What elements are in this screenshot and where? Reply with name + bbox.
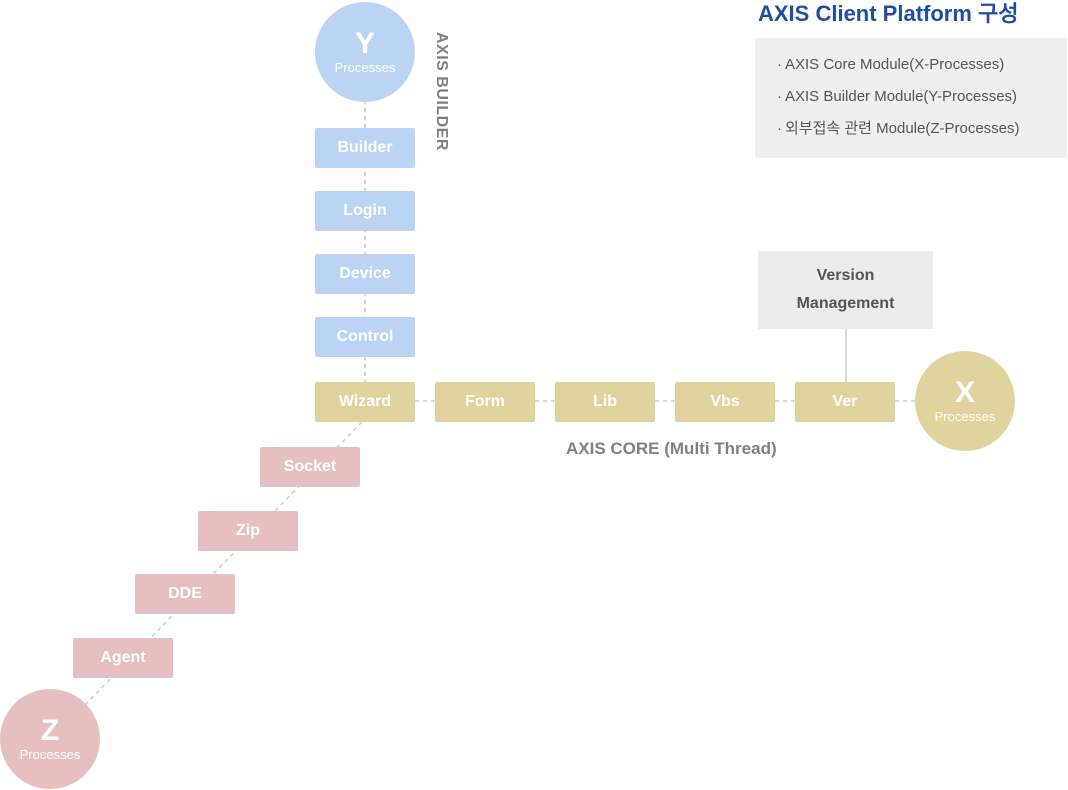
z-letter: Z xyxy=(40,714,60,747)
builder-module-builder: Builder xyxy=(315,128,415,168)
external-module-agent: Agent xyxy=(73,638,173,678)
info-item-external: 외부접속 관련 Module(Z-Processes) xyxy=(777,118,1067,150)
y-sub: Processes xyxy=(334,60,396,75)
y-processes-circle: Y Processes xyxy=(315,2,415,102)
builder-module-device: Device xyxy=(315,254,415,294)
z-sub: Processes xyxy=(19,747,81,762)
x-letter: X xyxy=(954,376,975,409)
info-item-builder: AXIS Builder Module(Y-Processes) xyxy=(777,86,1067,118)
x-processes-circle: X Processes xyxy=(915,351,1015,451)
version-line-1: Version xyxy=(816,267,875,284)
module-info-panel: AXIS Core Module(X-Processes) AXIS Build… xyxy=(755,38,1067,158)
core-module-wizard: Wizard xyxy=(315,382,415,422)
core-module-ver: Ver xyxy=(795,382,895,422)
platform-title: AXIS Client Platform 구성 xyxy=(758,1,1019,26)
external-module-dde: DDE xyxy=(135,574,235,614)
builder-module-login: Login xyxy=(315,191,415,231)
axis-core-label: AXIS CORE (Multi Thread) xyxy=(566,439,777,458)
x-sub: Processes xyxy=(934,409,996,424)
info-item-core: AXIS Core Module(X-Processes) xyxy=(777,54,1067,86)
y-letter: Y xyxy=(354,27,375,60)
version-management-box: Version Management xyxy=(758,251,933,329)
core-module-vbs: Vbs xyxy=(675,382,775,422)
z-processes-circle: Z Processes xyxy=(0,689,100,789)
external-module-socket: Socket xyxy=(260,447,360,487)
builder-module-control: Control xyxy=(315,317,415,357)
core-module-lib: Lib xyxy=(555,382,655,422)
version-line-2: Management xyxy=(796,295,895,312)
external-module-zip: Zip xyxy=(198,511,298,551)
axis-builder-label: AXIS BUILDER xyxy=(433,32,450,151)
core-module-form: Form xyxy=(435,382,535,422)
